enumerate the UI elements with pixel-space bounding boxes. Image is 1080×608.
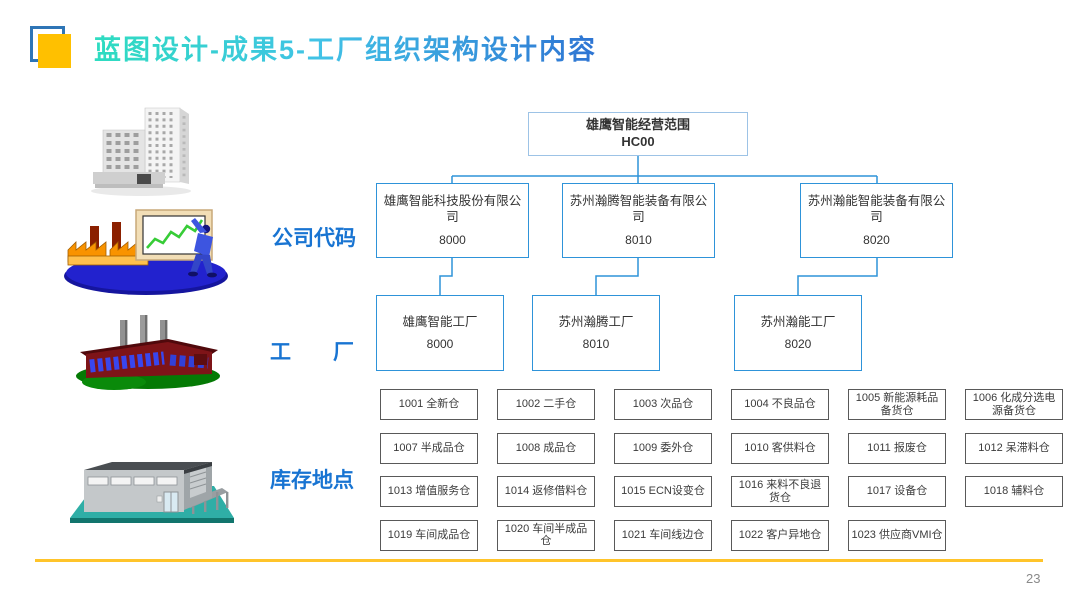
- factory-name: 苏州瀚能工厂: [760, 314, 836, 329]
- org-root-code: HC00: [621, 134, 655, 149]
- title-yellow-square-decoration: [38, 34, 71, 68]
- company-name: 苏州瀚能智能装备有限公司: [807, 194, 946, 224]
- storage-box: 1005 新能源耗品备货仓: [848, 389, 946, 420]
- storage-box: 1019 车间成品仓: [380, 519, 478, 551]
- storage-box: 1022 客户异地仓: [731, 519, 829, 551]
- company-name: 苏州瀚腾智能装备有限公司: [569, 194, 708, 224]
- storage-box: 1007 半成品仓: [380, 432, 478, 464]
- storage-box: 1015 ECN设变仓: [614, 476, 712, 507]
- company-code: 8000: [439, 232, 466, 247]
- factory-box-8000: 雄鹰智能工厂 8000: [376, 295, 504, 371]
- storage-box: 1012 呆滞料仓: [965, 432, 1063, 464]
- factory-code: 8020: [784, 337, 812, 352]
- storage-box: 1004 不良品仓: [731, 389, 829, 420]
- warehouse-icon: [70, 462, 234, 523]
- storage-box: 1017 设备仓: [848, 476, 946, 507]
- storage-box: 1001 全新仓: [380, 389, 478, 420]
- storage-box: 1013 增值服务仓: [380, 476, 478, 507]
- factory-code: 8010: [582, 337, 610, 352]
- company-box-8000: 雄鹰智能科技股份有限公司 8000: [376, 183, 529, 258]
- warehouse-illustration: [64, 440, 236, 531]
- company-box-8010: 苏州瀚腾智能装备有限公司 8010: [562, 183, 715, 258]
- storage-box: 1018 辅料仓: [965, 476, 1063, 507]
- company-code: 8020: [863, 232, 890, 247]
- storage-box: 1003 次品仓: [614, 389, 712, 420]
- storage-box: 1016 来料不良退货仓: [731, 476, 829, 507]
- row-label-factory: 工 厂: [270, 341, 354, 364]
- factory-building-illustration: [72, 308, 224, 399]
- office-building-illustration: [85, 102, 205, 203]
- storage-box: 1008 成品仓: [497, 432, 595, 464]
- business-chart-presentation-illustration: [60, 204, 230, 303]
- factory-building-icon: [76, 315, 220, 390]
- storage-box: 1002 二手仓: [497, 389, 595, 420]
- business-chart-presentation-icon: [64, 209, 228, 295]
- org-root-box: 雄鹰智能经营范围 HC00: [528, 112, 748, 156]
- office-building-icon: [91, 107, 191, 196]
- storage-box: 1011 报废仓: [848, 432, 946, 464]
- row-label-company-code: 公司代码: [272, 227, 356, 250]
- storage-box: 1020 车间半成品仓: [497, 519, 595, 551]
- storage-locations-grid: 1001 全新仓 1002 二手仓 1003 次品仓 1004 不良品仓 100…: [380, 389, 1063, 551]
- storage-box: 1010 客供料仓: [731, 432, 829, 464]
- row-label-storage-location: 库存地点: [270, 469, 354, 492]
- factory-code: 8000: [426, 337, 454, 352]
- company-name: 雄鹰智能科技股份有限公司: [383, 194, 522, 224]
- company-code: 8010: [625, 232, 652, 247]
- storage-box: 1023 供应商VMI仓: [848, 519, 946, 551]
- page-number: 23: [1026, 571, 1041, 586]
- page-title: 蓝图设计-成果5-工厂组织架构设计内容: [94, 28, 597, 67]
- factory-name: 雄鹰智能工厂: [402, 314, 478, 329]
- storage-box: 1009 委外仓: [614, 432, 712, 464]
- factory-box-8020: 苏州瀚能工厂 8020: [734, 295, 862, 371]
- footer-accent-line: [35, 559, 1043, 562]
- factory-name: 苏州瀚腾工厂: [558, 314, 634, 329]
- storage-box: 1021 车间线边仓: [614, 519, 712, 551]
- org-root-name: 雄鹰智能经营范围: [585, 117, 690, 133]
- storage-box: 1006 化成分选电源备货仓: [965, 389, 1063, 420]
- factory-box-8010: 苏州瀚腾工厂 8010: [532, 295, 660, 371]
- company-box-8020: 苏州瀚能智能装备有限公司 8020: [800, 183, 953, 258]
- storage-box: 1014 返修借料仓: [497, 476, 595, 507]
